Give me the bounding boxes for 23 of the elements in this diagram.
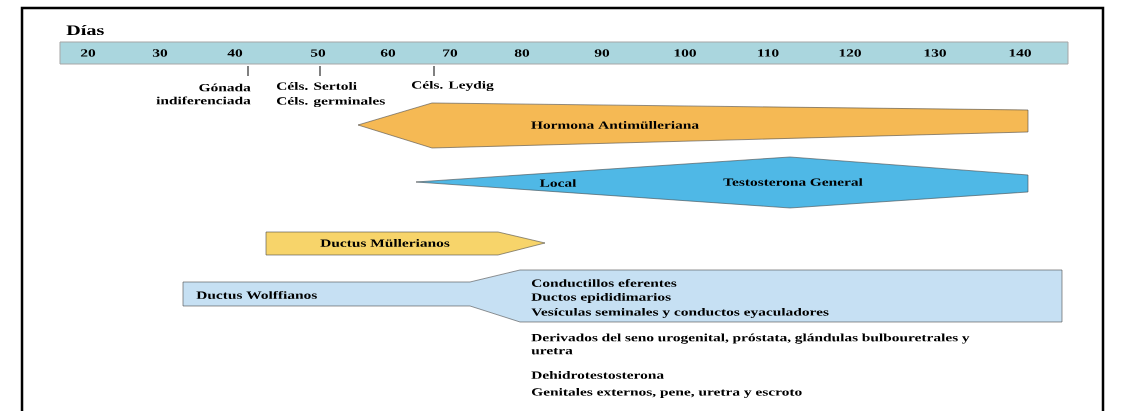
tick-label: 110 [758, 49, 779, 57]
tick-label: 40 [227, 49, 243, 57]
tick-label: 50 [310, 49, 326, 57]
event-label: Céls. Leydig [411, 80, 494, 92]
tick-label: 80 [514, 49, 530, 57]
tick-label: 140 [1009, 49, 1031, 57]
note-text: Genitales externos, pene, uretra y escroto [531, 388, 802, 398]
tick-label: 70 [443, 49, 458, 57]
note-text: Dehidrotestosterona [531, 371, 664, 379]
funnel-band: Ductus Wolffianos Conductillos eferentes Ductos epididimarios Vesículas seminales y conductos eyaculadores [182, 269, 1063, 323]
tick-label: 20 [80, 49, 96, 57]
tick-label: 90 [594, 49, 610, 57]
note-text: Derivados del seno urogenital, próstata, glándulas bulbouretrales y uretra [531, 333, 970, 355]
arrow-band: Ductus Müllerianos [265, 231, 546, 256]
tick-label: 100 [674, 49, 696, 57]
tick-label: 120 [839, 49, 861, 57]
axis-label: Días [66, 24, 104, 36]
event-label: Céls. Sertoli [276, 82, 357, 90]
tick-label: 30 [152, 49, 168, 57]
arrow-band: Local Testosterona General [415, 156, 1029, 209]
tick-label: 60 [380, 49, 396, 57]
tick-label: 130 [924, 49, 946, 57]
event-label: Gónada indiferenciada [156, 83, 251, 105]
